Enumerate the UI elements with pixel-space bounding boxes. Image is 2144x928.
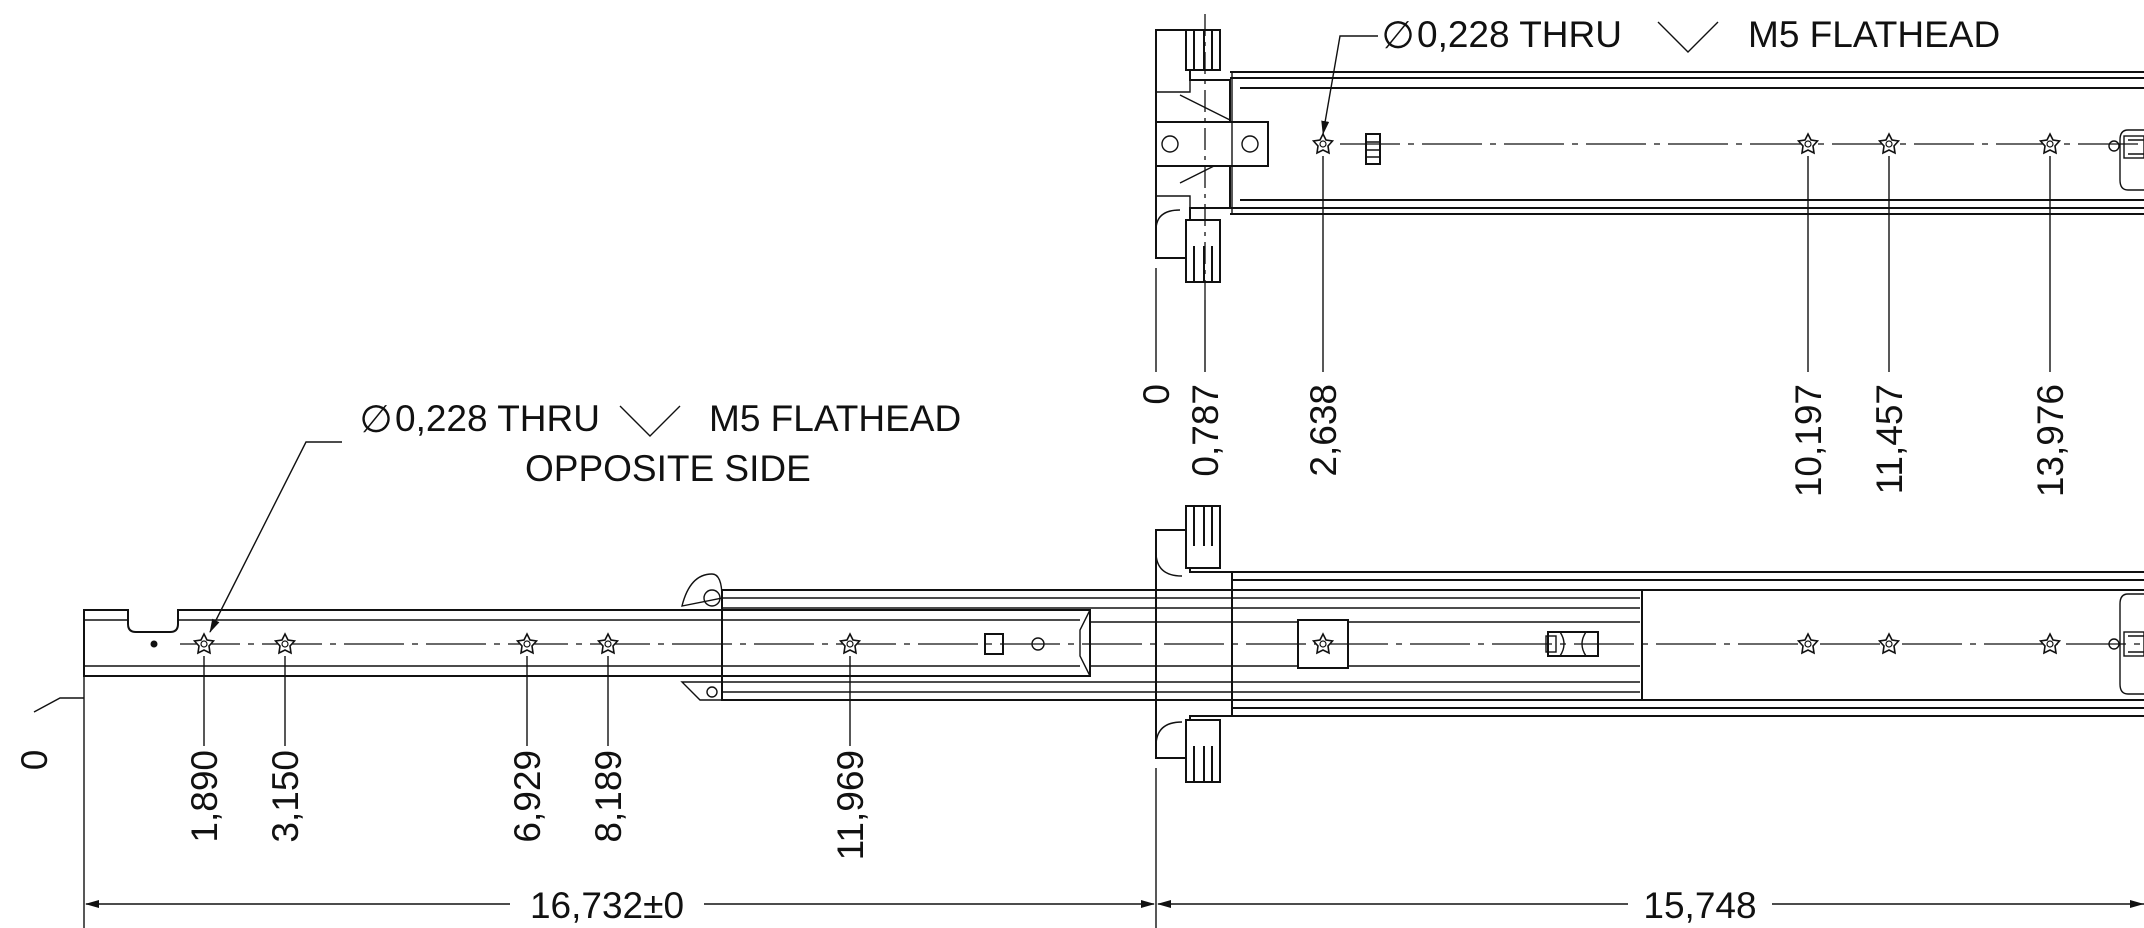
bottom-ordinate-1890: 1,890 bbox=[184, 750, 225, 843]
bottom-hole-1890 bbox=[193, 633, 215, 654]
bottom-ordinate-labels: 0 1,890 3,150 6,929 8,189 11,969 bbox=[14, 750, 871, 861]
top-hole-size: 0,228 THRU bbox=[1417, 14, 1622, 55]
top-front-bracket bbox=[1155, 29, 1269, 283]
overall-length-closed: 15,748 bbox=[1643, 885, 1756, 926]
top-diameter-symbol: ∅ bbox=[1381, 15, 1414, 57]
bottom-ordinate-6929: 6,929 bbox=[507, 750, 548, 843]
top-hole-10197 bbox=[1797, 133, 1819, 154]
top-hole-callout: ∅ 0,228 THRU M5 FLATHEAD bbox=[1381, 14, 2000, 57]
bottom-opposite-side-text: OPPOSITE SIDE bbox=[525, 448, 811, 489]
bottom-callout-leader bbox=[209, 441, 342, 633]
bottom-hole-callout: ∅ 0,228 THRU M5 FLATHEAD OPPOSITE SIDE bbox=[359, 398, 961, 489]
overall-length-extended: 16,732±0 bbox=[530, 885, 684, 926]
top-ordinate-2638: 2,638 bbox=[1303, 384, 1344, 477]
top-rail-view bbox=[1155, 14, 2144, 372]
top-ordinate-0787: 0,787 bbox=[1185, 384, 1226, 477]
bottom-ordinate-lines bbox=[33, 656, 1157, 928]
top-countersink-icon bbox=[1657, 21, 1719, 53]
overall-dimension-labels: 16,732±0 15,748 bbox=[530, 885, 1757, 926]
top-callout-leader bbox=[1321, 35, 1378, 135]
top-ordinate-10197: 10,197 bbox=[1788, 384, 1829, 497]
top-ordinate-0: 0 bbox=[1136, 384, 1177, 405]
bottom-outer-member bbox=[1232, 571, 2144, 717]
top-ordinate-13976: 13,976 bbox=[2030, 384, 2071, 497]
bottom-ordinate-8189: 8,189 bbox=[588, 750, 629, 843]
bottom-middle-member bbox=[680, 573, 1643, 701]
top-ordinate-labels: 0 0,787 2,638 10,197 11,457 13,976 bbox=[1136, 384, 2071, 497]
bottom-hole-13976 bbox=[2039, 633, 2061, 654]
bottom-countersink-icon bbox=[619, 405, 681, 437]
bottom-ordinate-11969: 11,969 bbox=[830, 750, 871, 860]
bottom-hole-6929 bbox=[516, 633, 538, 654]
top-ordinate-lines bbox=[1155, 156, 2051, 372]
bottom-hole-10197 bbox=[1797, 633, 1819, 654]
bottom-hole-size: 0,228 THRU bbox=[395, 398, 600, 439]
bottom-ordinate-3150: 3,150 bbox=[265, 750, 306, 843]
bottom-hole-11457 bbox=[1878, 633, 1900, 654]
bottom-rail-view bbox=[33, 441, 2144, 928]
top-hole-11457 bbox=[1878, 133, 1900, 154]
bottom-inner-member bbox=[83, 609, 1091, 677]
top-ordinate-11457: 11,457 bbox=[1869, 384, 1910, 494]
bottom-hole-11969 bbox=[839, 633, 861, 654]
overall-dimension-lines bbox=[85, 900, 2144, 908]
bottom-hole-8189 bbox=[597, 633, 619, 654]
top-hole-2638 bbox=[1312, 133, 1334, 154]
bottom-hole-3150 bbox=[274, 633, 296, 654]
top-countersink-text: M5 FLATHEAD bbox=[1748, 14, 2000, 55]
bottom-ordinate-0: 0 bbox=[14, 750, 55, 771]
bottom-diameter-symbol: ∅ bbox=[359, 399, 392, 441]
top-rail-body bbox=[1230, 71, 2144, 215]
top-hole-13976 bbox=[2039, 133, 2061, 154]
bottom-front-bracket bbox=[1155, 505, 1233, 783]
bottom-countersink-text: M5 FLATHEAD bbox=[709, 398, 961, 439]
